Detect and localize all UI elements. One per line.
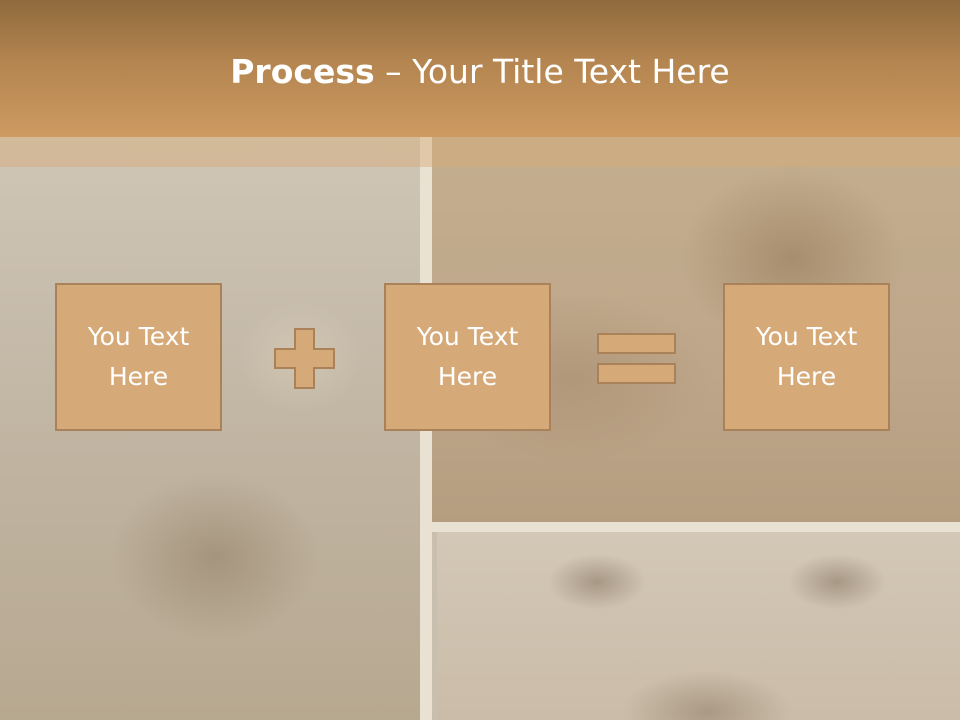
process-box-3[interactable]: You Text Here (723, 283, 890, 431)
process-box-label: You Text Here (87, 322, 190, 391)
process-box-2[interactable]: You Text Here (384, 283, 551, 431)
title-rest: – Your Title Text Here (374, 52, 730, 91)
equals-bar-top (597, 333, 676, 354)
process-box-label: You Text Here (416, 322, 519, 391)
plus-shape (274, 328, 335, 389)
title-band (0, 0, 960, 137)
slide-title[interactable]: Process – Your Title Text Here (0, 52, 960, 91)
background-photo-face (437, 532, 960, 720)
title-strip (0, 137, 960, 167)
equals-bar-bottom (597, 363, 676, 384)
title-bold: Process (230, 52, 375, 91)
photo-divider-horizontal (432, 522, 960, 532)
process-box-1[interactable]: You Text Here (55, 283, 222, 431)
process-box-label: You Text Here (755, 322, 858, 391)
plus-icon (274, 328, 335, 389)
equals-icon (597, 333, 676, 384)
